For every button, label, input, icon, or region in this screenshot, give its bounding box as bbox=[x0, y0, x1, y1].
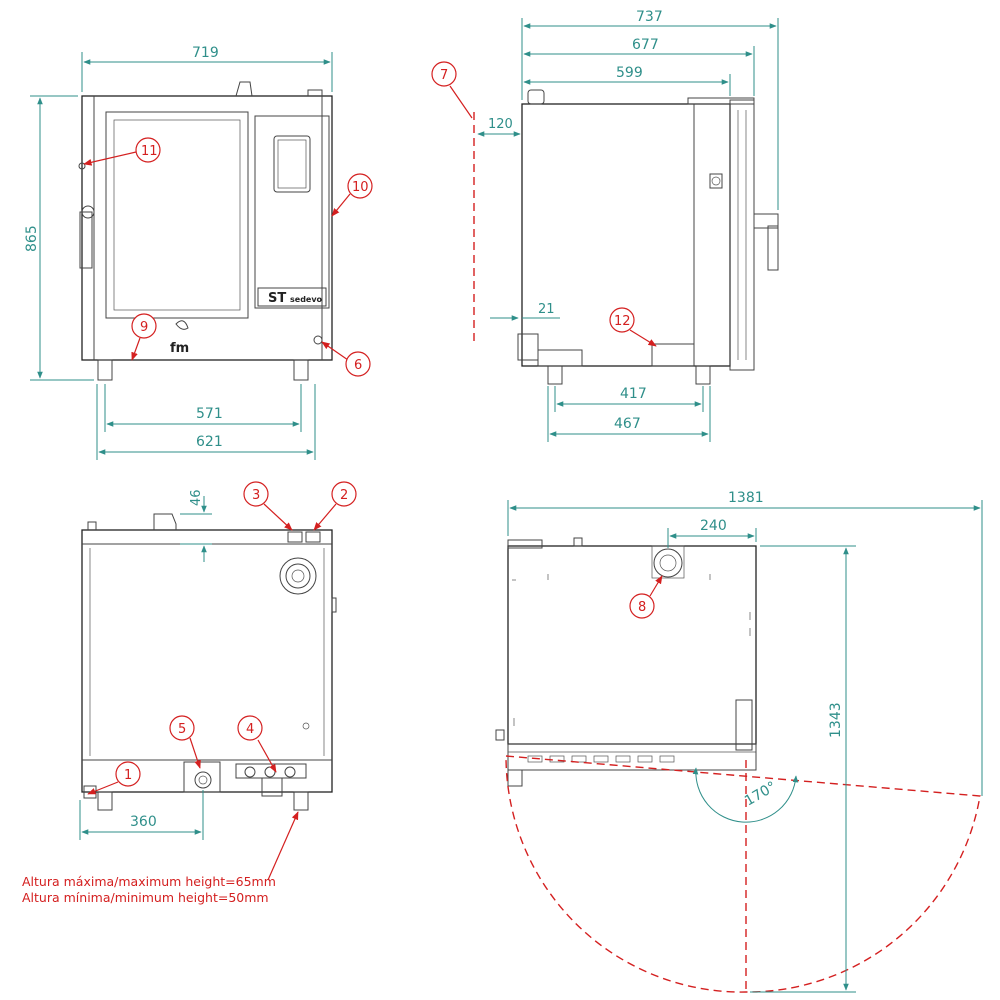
top-door-front bbox=[507, 743, 757, 771]
dim-side-677: 677 bbox=[632, 37, 659, 53]
side-foot-right bbox=[695, 365, 711, 385]
front-door-glass bbox=[105, 111, 249, 319]
callout-4 bbox=[237, 715, 263, 741]
svg-text:9: 9 bbox=[140, 320, 148, 335]
brand-logo-mark bbox=[175, 320, 189, 330]
control-panel bbox=[254, 115, 330, 309]
svg-text:1: 1 bbox=[124, 768, 132, 783]
brand-logo-text: fm bbox=[170, 341, 189, 356]
dim-side-467: 467 bbox=[614, 416, 641, 432]
svg-text:2: 2 bbox=[340, 488, 348, 503]
rear-body-outline bbox=[81, 529, 333, 793]
dim-front-height: 865 bbox=[24, 225, 40, 252]
callout-1 bbox=[115, 761, 141, 787]
dim-front-width: 719 bbox=[192, 45, 219, 61]
dim-top-240: 240 bbox=[700, 518, 727, 534]
dim-side-599: 599 bbox=[616, 65, 643, 81]
dim-top-1343: 1343 bbox=[828, 702, 844, 738]
dim-rear-360: 360 bbox=[130, 814, 157, 830]
note-min-height: Altura mínima/minimum height=50mm bbox=[22, 890, 269, 905]
dim-side-417: 417 bbox=[620, 386, 647, 402]
top-vent-circle bbox=[653, 548, 683, 578]
svg-text:8: 8 bbox=[638, 600, 646, 615]
front-foot-right bbox=[293, 359, 309, 381]
callout-2 bbox=[331, 481, 357, 507]
rear-foot-left bbox=[97, 791, 113, 811]
dim-rear-46: 46 bbox=[189, 489, 204, 506]
callout-12 bbox=[609, 307, 635, 333]
rear-view: 46 360 3 2 5 4 1 Altura máxima/maximum h… bbox=[22, 481, 357, 905]
side-view: 737 677 599 120 21 417 467 7 12 bbox=[431, 9, 779, 442]
front-body-outline bbox=[81, 95, 333, 361]
callout-3 bbox=[243, 481, 269, 507]
svg-text:5: 5 bbox=[178, 722, 186, 737]
water-inlet bbox=[194, 771, 212, 789]
front-foot-left bbox=[97, 359, 113, 381]
callout-11 bbox=[135, 137, 161, 163]
callout-10 bbox=[347, 173, 373, 199]
svg-text:10: 10 bbox=[352, 180, 369, 195]
door-swing-arc bbox=[505, 755, 981, 993]
side-door-profile bbox=[729, 99, 755, 371]
note-max-height: Altura máxima/maximum height=65mm bbox=[22, 874, 276, 889]
callout-8 bbox=[629, 593, 655, 619]
svg-text:3: 3 bbox=[252, 488, 260, 503]
model-suffix-label: sedevo bbox=[290, 295, 323, 304]
dim-feet-inner: 571 bbox=[196, 406, 223, 422]
top-view: 170° 1381 240 1343 8 bbox=[495, 490, 983, 993]
callout-6 bbox=[345, 351, 371, 377]
svg-text:7: 7 bbox=[440, 68, 448, 83]
side-foot-left bbox=[547, 365, 563, 385]
dim-top-1381: 1381 bbox=[728, 490, 764, 506]
dim-side-120: 120 bbox=[488, 117, 513, 132]
svg-text:4: 4 bbox=[246, 722, 254, 737]
dim-side-737: 737 bbox=[636, 9, 663, 25]
dim-feet-outer: 621 bbox=[196, 434, 223, 450]
svg-text:12: 12 bbox=[614, 314, 631, 329]
callout-7 bbox=[431, 61, 457, 87]
callout-9 bbox=[131, 313, 157, 339]
rear-fan-vent bbox=[279, 557, 317, 595]
top-body-outline bbox=[507, 545, 757, 745]
rear-foot-right bbox=[293, 791, 309, 811]
svg-text:6: 6 bbox=[354, 358, 362, 373]
model-label: ST bbox=[268, 291, 286, 306]
svg-text:11: 11 bbox=[141, 144, 158, 159]
touch-screen bbox=[273, 135, 311, 193]
front-view: ST sedevo fm 719 865 571 621 bbox=[24, 45, 373, 460]
dim-door-angle: 170° bbox=[742, 779, 779, 810]
door-handle bbox=[79, 211, 93, 269]
dim-side-21: 21 bbox=[538, 302, 555, 317]
callout-5 bbox=[169, 715, 195, 741]
